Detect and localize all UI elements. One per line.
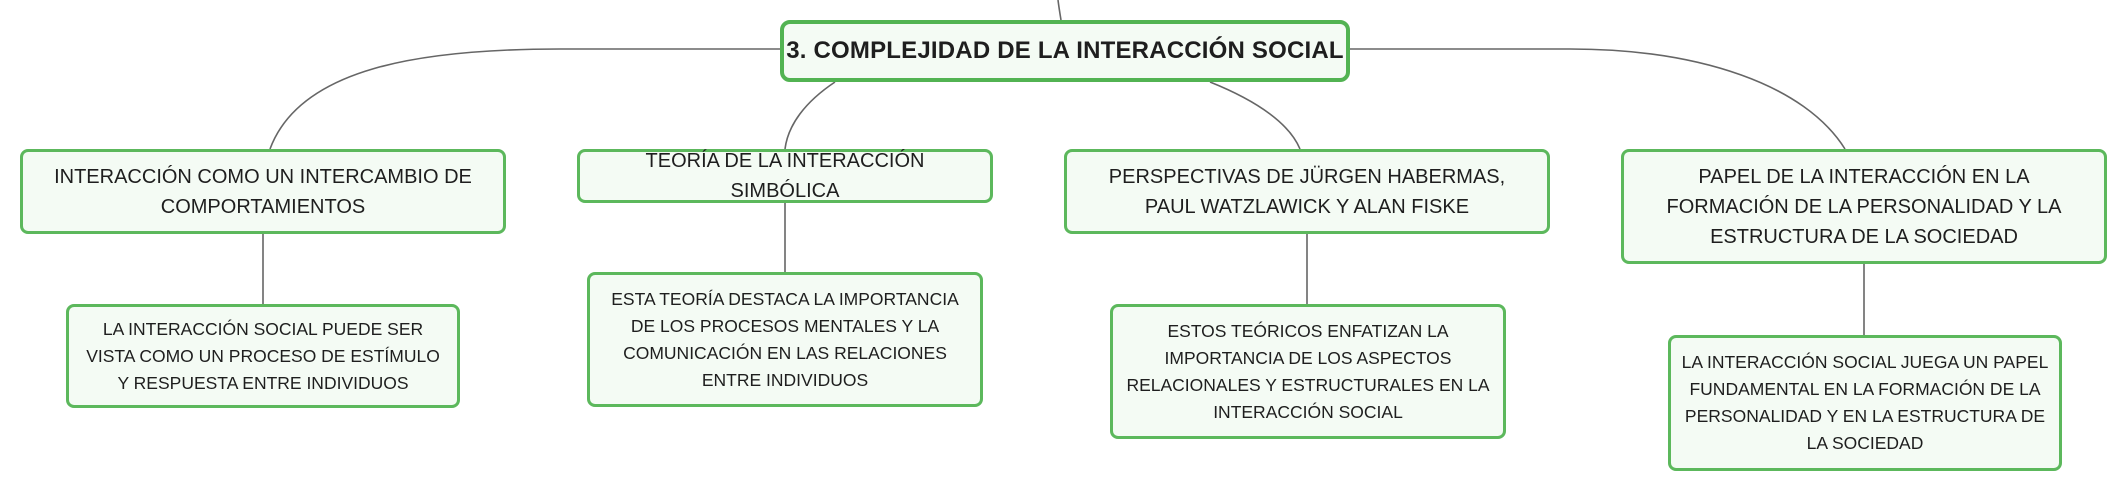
topic-label: PERSPECTIVAS DE JÜRGEN HABERMAS, PAUL WA… [1108,165,1506,218]
topic-node-symbolic-interaction[interactable]: TEORÍA DE LA INTERACCIÓN SIMBÓLICA [577,149,993,203]
connector-root-to-topic-3 [1209,81,1301,150]
connector-root-to-topic-4 [1350,48,1846,150]
detail-node-behavior-exchange[interactable]: LA INTERACCIÓN SOCIAL PUEDE SER VISTA CO… [66,304,460,408]
detail-text: LA INTERACCIÓN SOCIAL PUEDE SER VISTA CO… [86,318,440,393]
connector-root-to-topic-1 [269,48,780,150]
topic-label: PAPEL DE LA INTERACCIÓN EN LA FORMACIÓN … [1666,165,2062,248]
topic-label: TEORÍA DE LA INTERACCIÓN SIMBÓLICA [645,150,925,202]
topic-node-theorists-perspectives[interactable]: PERSPECTIVAS DE JÜRGEN HABERMAS, PAUL WA… [1064,149,1550,234]
connector-root-to-topic-2 [784,81,836,150]
detail-text: ESTOS TEÓRICOS ENFATIZAN LA IMPORTANCIA … [1126,320,1490,422]
central-topic-label: 3. COMPLEJIDAD DE LA INTERACCIÓN SOCIAL [786,37,1344,64]
detail-node-personality-society[interactable]: LA INTERACCIÓN SOCIAL JUEGA UN PAPEL FUN… [1668,335,2062,471]
topic-label: INTERACCIÓN COMO UN INTERCAMBIO DE COMPO… [54,165,472,218]
topic-node-personality-society[interactable]: PAPEL DE LA INTERACCIÓN EN LA FORMACIÓN … [1621,149,2107,264]
detail-node-symbolic-interaction[interactable]: ESTA TEORÍA DESTACA LA IMPORTANCIA DE LO… [587,272,983,407]
topic-node-behavior-exchange[interactable]: INTERACCIÓN COMO UN INTERCAMBIO DE COMPO… [20,149,506,234]
detail-text: LA INTERACCIÓN SOCIAL JUEGA UN PAPEL FUN… [1681,352,2049,453]
detail-text: ESTA TEORÍA DESTACA LA IMPORTANCIA DE LO… [611,288,959,390]
detail-node-theorists-perspectives[interactable]: ESTOS TEÓRICOS ENFATIZAN LA IMPORTANCIA … [1110,304,1506,439]
central-topic[interactable]: 3. COMPLEJIDAD DE LA INTERACCIÓN SOCIAL [780,20,1350,82]
connector-parent-to-root [1057,0,1062,21]
